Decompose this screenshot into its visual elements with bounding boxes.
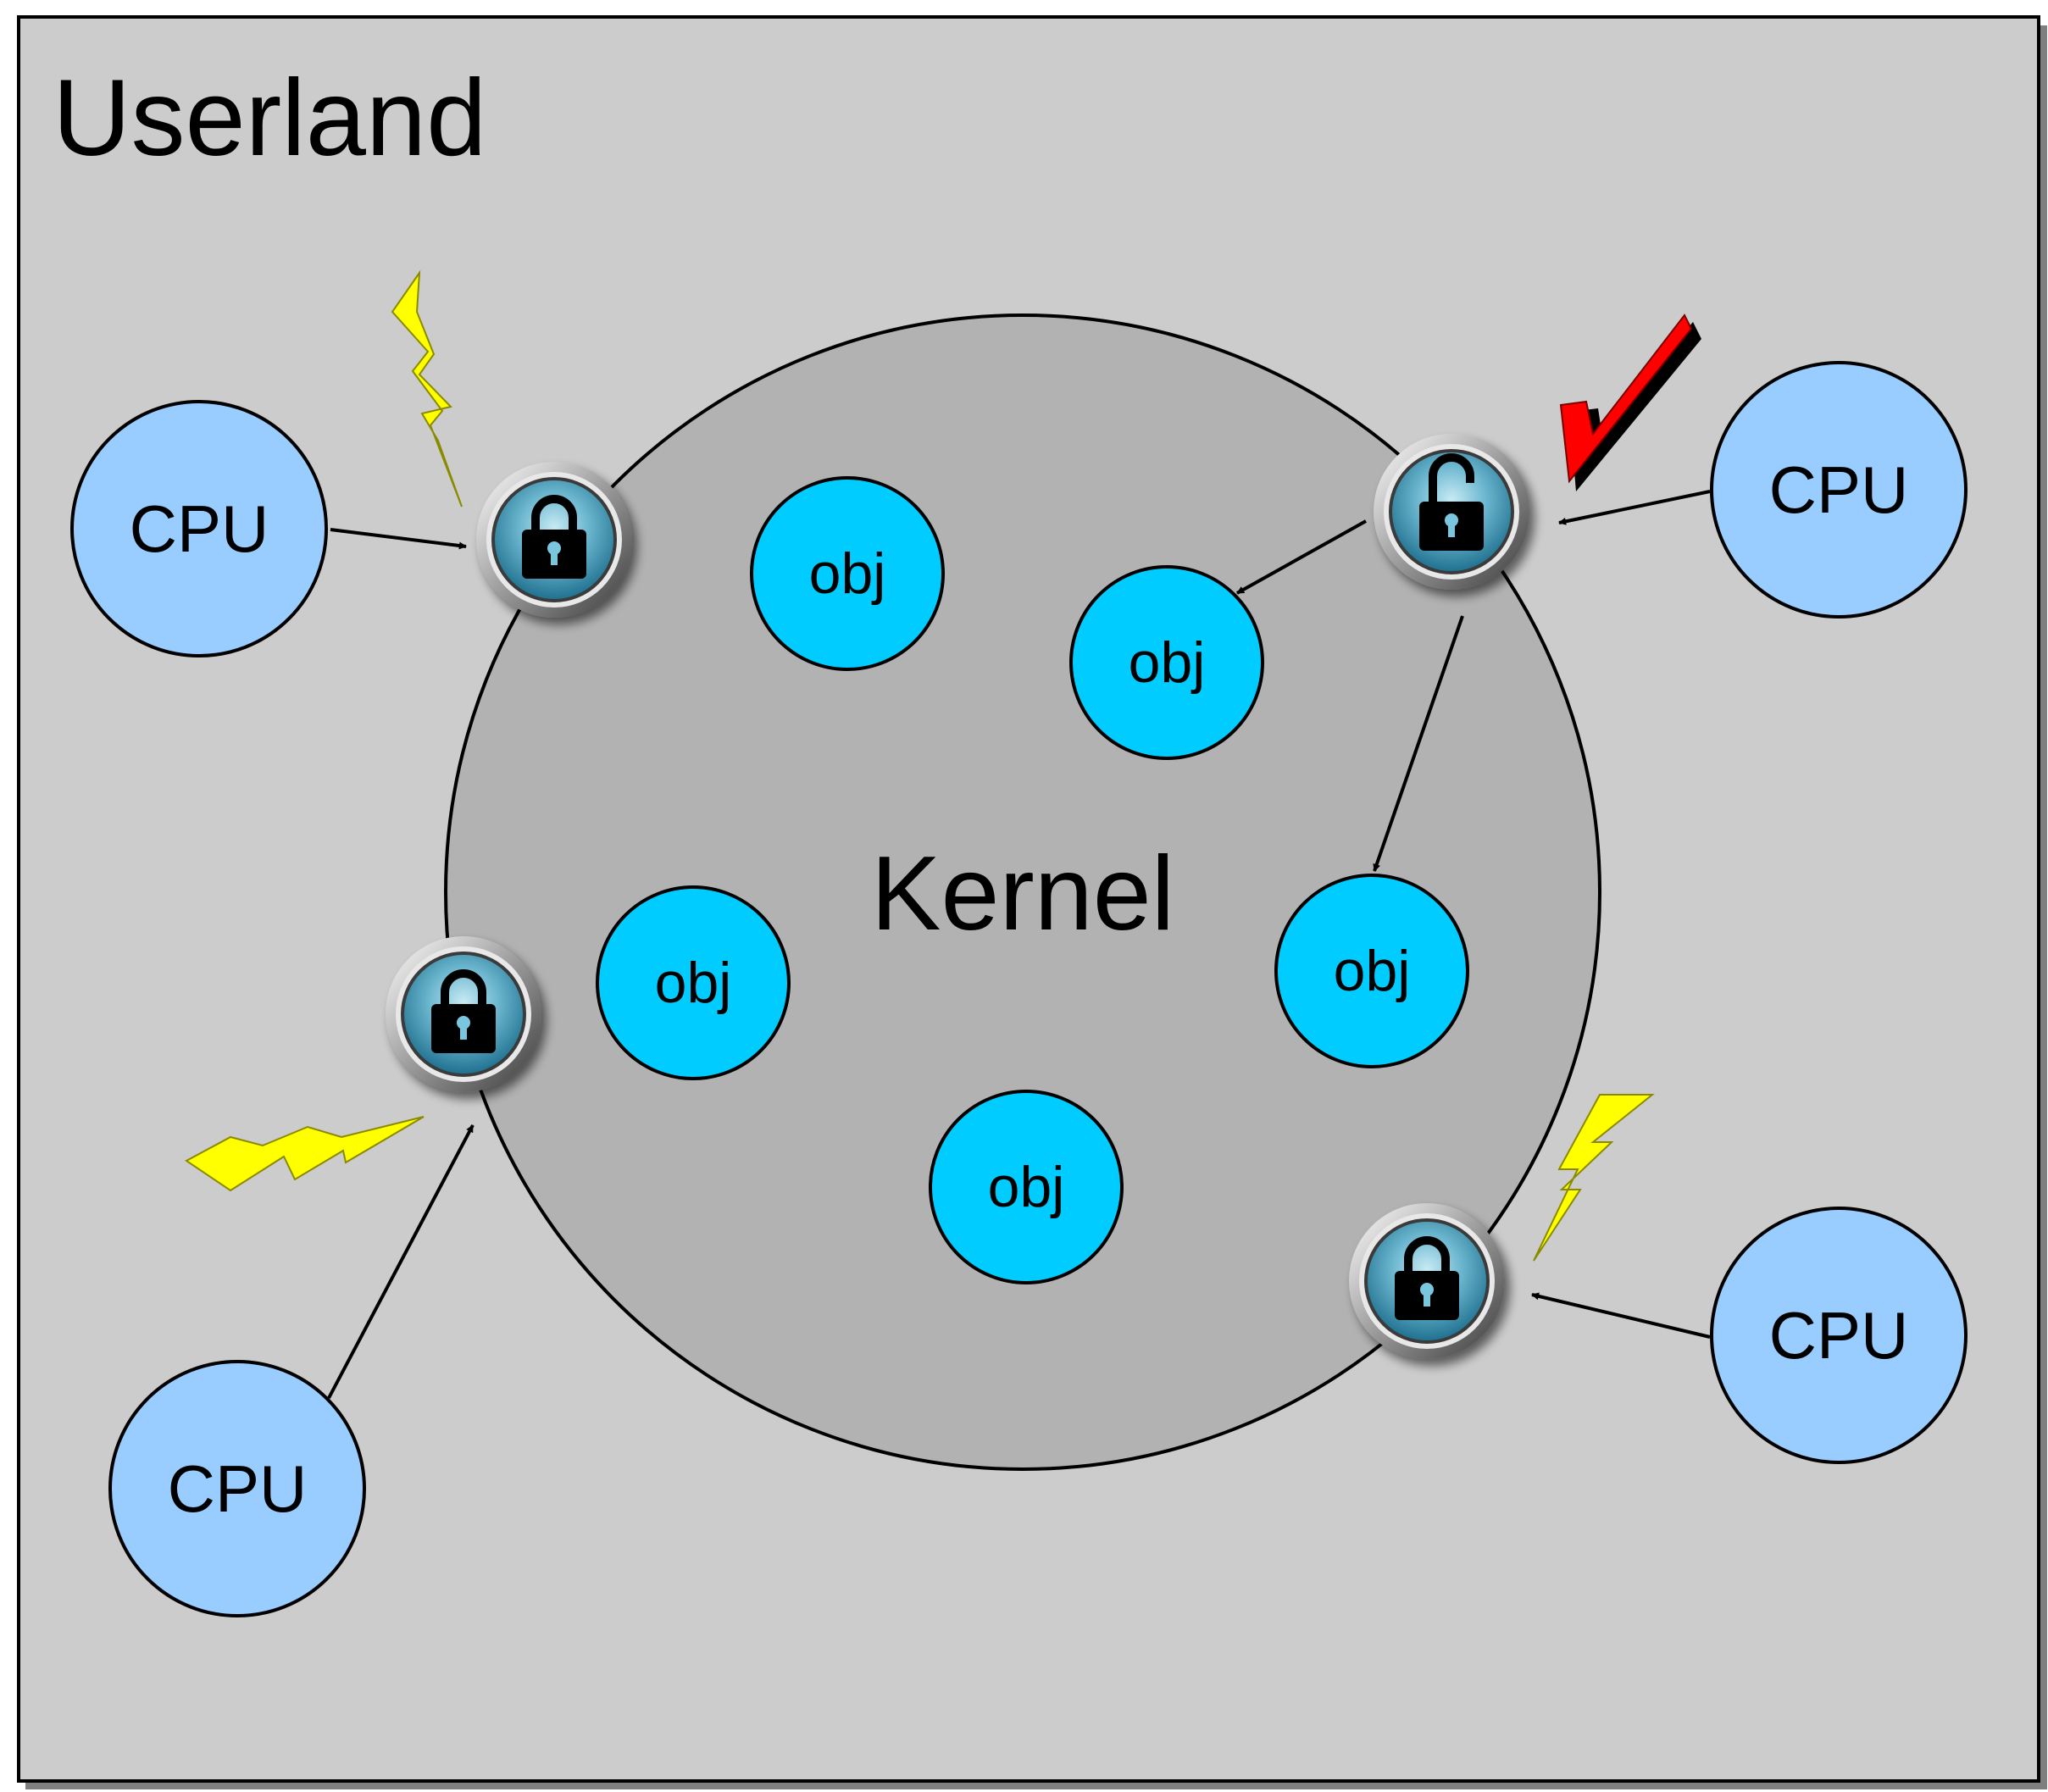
obj-node-2: obj xyxy=(1069,565,1264,760)
lightning-icon xyxy=(1533,1094,1655,1262)
cpu-node-top-right: CPU xyxy=(1710,361,1968,619)
cpu-node-top-left: CPU xyxy=(70,400,328,657)
obj-node-5: obj xyxy=(929,1090,1124,1284)
cpu-label: CPU xyxy=(130,491,269,566)
obj-node-4: obj xyxy=(1274,874,1469,1068)
kernel-circle xyxy=(444,313,1601,1471)
lock-closed-icon xyxy=(1349,1203,1505,1359)
kernel-label: Kernel xyxy=(871,835,1174,952)
obj-label: obj xyxy=(988,1155,1065,1219)
checkmark-icon xyxy=(1559,313,1701,491)
arrow-cpu-to-lock-bottom-right xyxy=(1531,1292,1711,1339)
cpu-label: CPU xyxy=(1769,452,1909,527)
obj-label: obj xyxy=(1334,939,1411,1003)
arrow-lock-to-obj-2 xyxy=(1236,519,1367,595)
cpu-label: CPU xyxy=(1769,1298,1909,1373)
lock-closed-icon xyxy=(476,462,632,618)
lock-closed-icon xyxy=(386,936,541,1092)
userland-title: Userland xyxy=(53,58,486,179)
obj-label: obj xyxy=(1129,630,1206,695)
cpu-label: CPU xyxy=(168,1451,308,1526)
obj-label: obj xyxy=(809,541,886,606)
arrow-cpu-to-lock-top-left xyxy=(330,528,467,550)
obj-node-1: obj xyxy=(750,476,945,671)
arrow-cpu-to-lock-top-right xyxy=(1558,490,1711,525)
obj-node-3: obj xyxy=(596,885,791,1080)
obj-label: obj xyxy=(655,951,732,1015)
arrow-cpu-to-lock-bottom-left xyxy=(327,1124,475,1399)
lock-open-icon xyxy=(1374,434,1529,590)
arrow-lock-to-obj-4 xyxy=(1373,615,1464,872)
cpu-node-bottom-right: CPU xyxy=(1710,1207,1968,1464)
lightning-icon xyxy=(185,1116,425,1192)
arrows xyxy=(327,490,1711,1399)
lightning-icon xyxy=(391,269,463,508)
cpu-node-bottom-left: CPU xyxy=(108,1360,366,1617)
